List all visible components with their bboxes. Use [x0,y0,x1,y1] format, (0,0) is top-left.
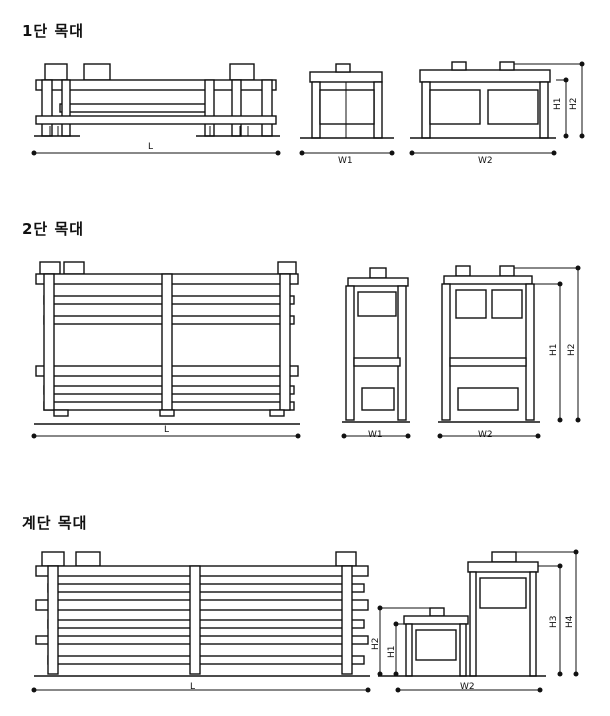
label-H1: H1 [553,98,563,111]
two-tier-side-view [34,261,300,425]
section-1-title: 1단 목대 [22,22,85,40]
single-tier-front-view-w1: W1 [299,63,395,166]
section-3-title: 계단 목대 [22,514,88,532]
two-tier-front-view-w2: W2 H1 H2 [437,265,581,440]
label-H4: H4 [565,615,575,628]
label-H2: H2 [569,98,579,111]
label-H1: H1 [549,344,559,357]
label-W2: W2 [460,682,475,692]
dimension-L-3: L [31,682,371,693]
label-L: L [164,425,169,435]
label-W2: W2 [478,156,493,166]
label-H2: H2 [371,638,381,651]
dimension-L-1: L [31,142,281,156]
label-W1: W1 [338,156,353,166]
label-H3: H3 [549,616,559,629]
single-tier-side-view [34,63,280,137]
label-L: L [148,142,153,152]
label-H1: H1 [387,646,397,659]
single-tier-front-view-w2: W2 H1 H2 [409,61,585,166]
two-tier-front-view-w1: W1 [341,267,411,440]
label-H2: H2 [567,344,577,357]
label-W1: W1 [368,430,383,440]
label-W2: W2 [478,430,493,440]
stepped-front-view: W2 H2 H1 H3 H4 [371,549,579,693]
dimension-L-2: L [31,425,301,439]
label-L: L [190,682,195,692]
stepped-side-view [34,551,370,677]
section-2-title: 2단 목대 [22,220,85,238]
